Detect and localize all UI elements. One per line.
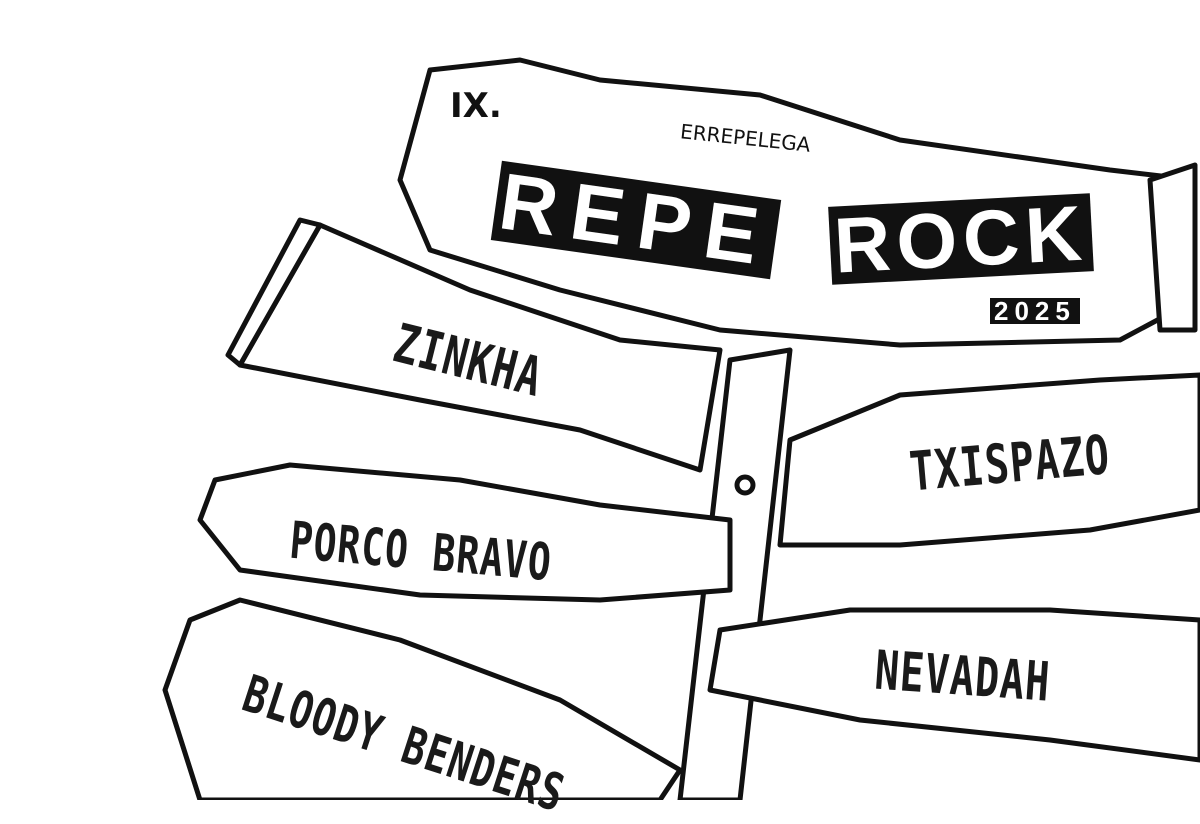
title-sign-end [1147,162,1198,333]
title-rock: ROCK [828,188,1094,290]
sign-label-nevadah: NEVADAH [872,640,1053,715]
signpost-illustration [162,57,1200,800]
title-year: 2025 [990,298,1080,324]
sign-board-bloody-benders [162,597,683,800]
signpost-pole [677,347,793,800]
sign-board-nevadah [707,607,1200,763]
sign-board-zinkha [237,222,723,473]
sign-board-txispazo [777,372,1200,548]
sign-board-porco-bravo [197,462,733,603]
edition-label: IX. [450,86,502,126]
sign-board-zinkha-edge [225,217,323,368]
bolt-icon [734,474,756,496]
